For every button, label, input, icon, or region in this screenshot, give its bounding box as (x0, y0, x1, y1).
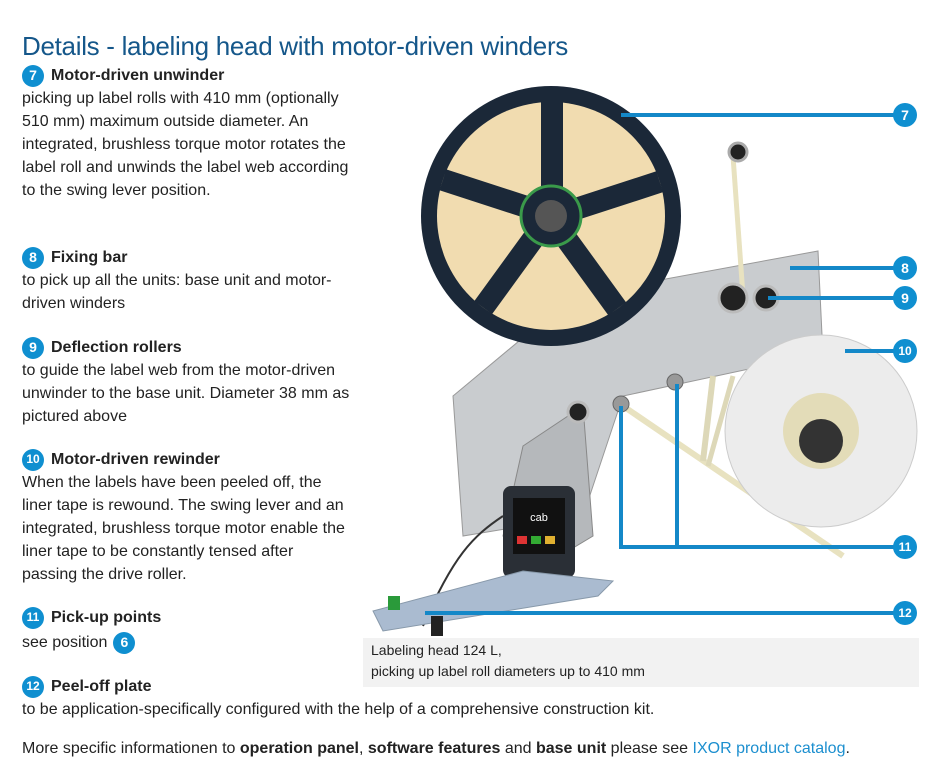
footer-note: More specific informationen to operation… (22, 740, 850, 758)
number-badge: 12 (22, 675, 44, 698)
number-badge: 9 (22, 336, 44, 359)
number-badge: 7 (22, 64, 44, 87)
footer-text: , (359, 740, 368, 757)
footer-bold-base-unit: base unit (535, 740, 607, 757)
number-badge: 10 (22, 448, 44, 471)
item-heading: Pick-up points (51, 609, 162, 626)
figure-caption: Labeling head 124 L, picking up label ro… (363, 638, 919, 687)
footer-text: and (500, 740, 536, 757)
labeling-head-image: cab 7 8 9 10 11 12 (363, 66, 919, 638)
callout-8: 8 (893, 256, 917, 280)
item-motor-driven-rewinder: 10 Motor-driven rewinder When the labels … (22, 448, 352, 586)
item-fixing-bar: 8 Fixing bar to pick up all the units: ba… (22, 246, 352, 315)
item-motor-driven-unwinder: 7 Motor-driven unwinder picking up label … (22, 64, 352, 202)
item-pick-up-points: 11 Pick-up points see position 6 (22, 606, 352, 654)
caption-line: Labeling head 124 L, (371, 642, 502, 658)
caption-line: picking up label roll diameters up to 41… (371, 663, 645, 679)
callout-11: 11 (893, 535, 917, 559)
item-text: to be application-specifically configure… (22, 701, 655, 718)
item-heading: Motor-driven unwinder (51, 67, 225, 84)
footer-text: More specific informationen to (22, 740, 240, 757)
item-text: to guide the label web from the motor-dr… (22, 362, 350, 425)
position-ref-badge[interactable]: 6 (113, 631, 136, 654)
item-text: to pick up all the units: base unit and … (22, 272, 332, 312)
footer-bold-software-features: software features (367, 740, 501, 757)
page-title: Details - labeling head with motor-drive… (22, 31, 569, 62)
footer-text: . (845, 740, 850, 757)
ixor-catalog-link[interactable]: IXOR product catalog (692, 740, 846, 757)
item-heading: Deflection rollers (51, 339, 182, 356)
item-peel-off-plate: 12 Peel-off plate to be application-speci… (22, 675, 922, 721)
screen-logo: cab (530, 512, 548, 524)
item-text: see position (22, 634, 108, 651)
callout-7: 7 (893, 103, 917, 127)
footer-text: please see (606, 740, 693, 757)
number-badge: 11 (22, 606, 44, 629)
footer-bold-operation-panel: operation panel (239, 740, 359, 757)
item-heading: Fixing bar (51, 249, 128, 266)
item-heading: Motor-driven rewinder (51, 451, 220, 468)
callout-10: 10 (893, 339, 917, 363)
item-deflection-rollers: 9 Deflection rollers to guide the label w… (22, 336, 352, 428)
number-badge: 8 (22, 246, 44, 269)
callout-12: 12 (893, 601, 917, 625)
item-text: When the labels have been peeled off, th… (22, 474, 345, 583)
item-heading: Peel-off plate (51, 678, 152, 695)
callout-9: 9 (893, 286, 917, 310)
labeling-head-illustration: cab (372, 86, 918, 636)
item-text: picking up label rolls with 410 mm (opti… (22, 90, 349, 199)
